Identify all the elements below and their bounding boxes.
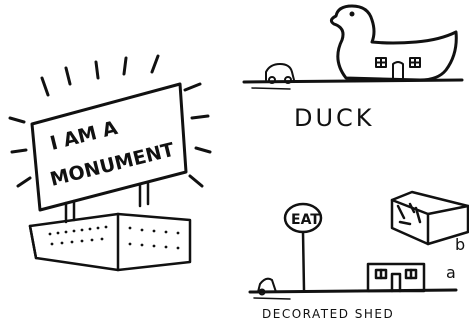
duck-windows [376, 58, 420, 80]
monument-building-windows [49, 226, 180, 250]
monument-sign-line1: I AM A [48, 117, 120, 155]
eat-sign-text: EAT [291, 212, 320, 228]
duck-illustration: DUCK [244, 6, 462, 132]
duck-small-line [252, 88, 290, 89]
duck-eye [350, 12, 355, 17]
shed-small-line [254, 298, 290, 299]
shed-building [368, 264, 424, 291]
eat-sign-pole [303, 232, 304, 290]
side-mark-b: b [455, 235, 465, 254]
duck-caption: DUCK [294, 104, 375, 132]
decorated-shed-illustration: EAT b a DECORATED SHED [250, 192, 468, 321]
side-mark-a: a [446, 263, 456, 282]
shed-caption: DECORATED SHED [262, 307, 394, 321]
monument-building [30, 214, 190, 270]
monument-illustration: I AM A MONUMENT [10, 56, 210, 270]
